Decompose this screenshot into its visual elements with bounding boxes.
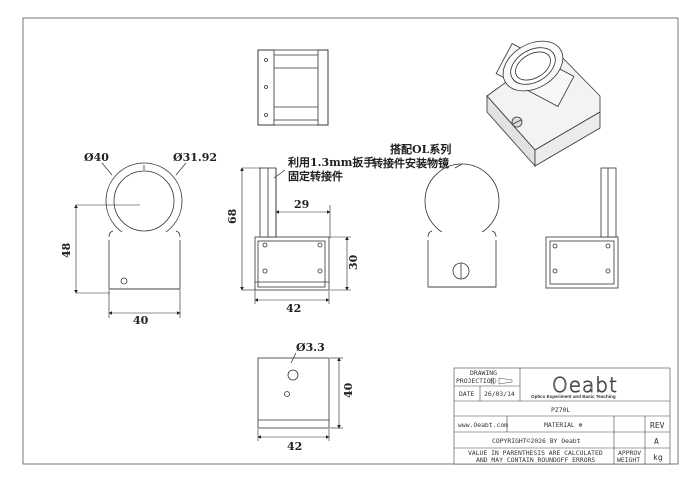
tb-copyright: COPYRIGHT©2026 BY Oeabt	[492, 437, 581, 445]
tb-tagline: Optics Experiment and Basic Teaching	[531, 394, 616, 399]
dim-width-29: 29	[294, 198, 309, 211]
tb-note-line1: VALUE IN PARENTHESIS ARE CALCULATED	[468, 449, 603, 457]
tb-note-line2: AND MAY CONTAIN ROUNDOFF ERRORS	[476, 456, 595, 464]
dim-width-42-bottom: 42	[287, 440, 302, 453]
dim-diameter-40: Ø40	[84, 151, 109, 164]
annotation-mount-line2: 转接件安装物镜	[372, 156, 449, 170]
side-view	[254, 167, 330, 291]
dim-height-40: 40	[342, 382, 355, 398]
tb-drawing-label: DRAWING	[470, 369, 497, 377]
dim-height-68: 68	[226, 208, 239, 224]
dim-diameter-31: Ø31.92	[173, 151, 217, 164]
annotation-tool-line2: 固定转接件	[288, 169, 343, 183]
bottom-dimensions	[257, 357, 343, 441]
tb-projection-label: PROJECTION	[456, 377, 495, 385]
bottom-view	[257, 352, 330, 429]
sheet-border	[22, 17, 679, 465]
tb-material: MATERIAL ⊕	[544, 421, 583, 429]
tb-weight-label: WEIGHT	[617, 456, 640, 464]
rear-view	[424, 163, 500, 288]
dim-height-48: 48	[60, 242, 73, 258]
tb-rev-value: A	[654, 437, 659, 446]
tb-website: www.Oeabt.com	[458, 421, 508, 429]
dim-height-30: 30	[347, 254, 360, 270]
projection-symbol	[489, 377, 513, 385]
tb-weight-unit: kg	[653, 453, 663, 462]
title-block	[453, 367, 671, 465]
annotation-tool-line1: 利用1.3mm扳手	[288, 155, 374, 169]
dim-width-40: 40	[133, 314, 149, 327]
tb-rev-label: REV	[650, 421, 665, 430]
tb-part-number: PZ70L	[551, 406, 570, 414]
isometric-view	[486, 40, 601, 168]
front-view	[105, 162, 183, 290]
tb-date-value: 26/03/14	[484, 390, 515, 398]
tb-date-label: DATE	[459, 390, 475, 398]
dim-diameter-3: Ø3.3	[296, 341, 325, 354]
top-view	[257, 49, 329, 126]
side-dimensions	[240, 167, 351, 304]
tb-logo: Oeabt	[552, 373, 618, 397]
annotation-mount-line1: 搭配OL系列	[390, 142, 451, 156]
right-side-view	[545, 167, 619, 289]
dim-width-42-side: 42	[286, 302, 301, 315]
front-dimensions	[74, 162, 187, 318]
tb-approv: APPROV	[618, 449, 641, 457]
